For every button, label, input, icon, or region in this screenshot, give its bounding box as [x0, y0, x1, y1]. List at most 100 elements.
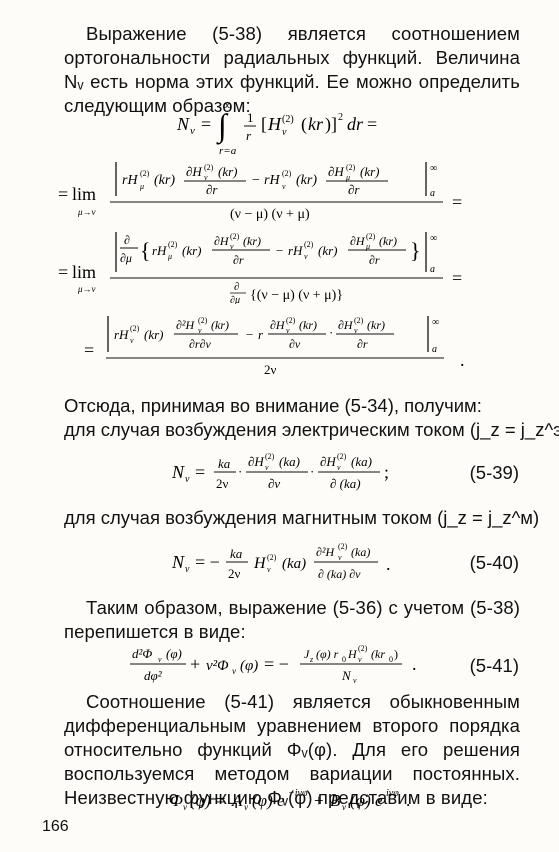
svg-text:}: }: [410, 238, 421, 263]
svg-text:Φ: Φ: [170, 791, 183, 810]
svg-text:∂H: ∂H: [350, 234, 366, 248]
svg-text:(kr): (kr): [154, 173, 175, 188]
svg-text:(kr): (kr): [360, 164, 380, 179]
paragraph-5-text: Соотношение (5-41) является обыкновенным…: [64, 691, 520, 808]
svg-text:.: .: [460, 350, 465, 370]
svg-text:(ka): (ka): [351, 454, 372, 469]
svg-text:∂²H: ∂²H: [176, 318, 196, 332]
svg-text:+: +: [314, 791, 324, 810]
svg-text:a: a: [430, 264, 435, 275]
svg-text:(kr): (kr): [243, 234, 261, 248]
svg-text:∂μ: ∂μ: [120, 251, 132, 265]
paragraph-3-line: для случая возбуждения магнитным током (…: [64, 506, 539, 530]
svg-text:ν: ν: [198, 326, 202, 335]
equation-5-40-graphic: N ν = − ka 2ν H (2) ν (ka) ∂²H (2) ν (ka…: [171, 542, 391, 581]
svg-text:(φ): (φ): [240, 658, 258, 674]
svg-text:ν: ν: [204, 173, 208, 182]
svg-text:(φ) r: (φ) r: [316, 647, 339, 661]
svg-text:ν: ν: [232, 666, 236, 676]
svg-text:H: H: [267, 114, 282, 134]
svg-text:(ν − μ) (ν + μ): (ν − μ) (ν + μ): [230, 207, 310, 222]
svg-text:+: +: [190, 654, 200, 674]
svg-text:∂ (ka) ∂ν: ∂ (ka) ∂ν: [318, 567, 361, 581]
svg-text:(kr): (kr): [299, 318, 317, 332]
svg-text:(kr): (kr): [144, 327, 164, 342]
svg-text:rH: rH: [264, 173, 280, 188]
svg-text:rH: rH: [152, 243, 167, 258]
svg-text:−iνφ: −iνφ: [288, 788, 308, 799]
equation-final: = rH (2) ν (kr) ∂²H (2) ν (kr) ∂r∂ν − r …: [84, 312, 484, 383]
equation-5-41-graphic: d²Φ ν (φ) dφ² + ν²Φ ν (φ) = − J z (φ) r …: [130, 644, 417, 685]
page-number: 166: [42, 818, 69, 835]
svg-text:2ν: 2ν: [264, 362, 277, 377]
svg-text:ν²Φ: ν²Φ: [206, 658, 229, 674]
svg-text:μ: μ: [167, 252, 172, 261]
svg-text:·: ·: [310, 464, 314, 479]
svg-text:1: 1: [247, 110, 254, 125]
svg-text:∂: ∂: [124, 233, 130, 247]
svg-text:∂H: ∂H: [328, 164, 344, 179]
svg-text:(kr): (kr): [367, 318, 385, 332]
svg-text:∂: ∂: [234, 281, 239, 293]
svg-text:=: =: [452, 268, 462, 288]
svg-text:kr: kr: [308, 114, 324, 134]
svg-text:H: H: [347, 647, 358, 661]
svg-text:(2): (2): [304, 240, 314, 249]
svg-text:=: =: [452, 192, 462, 212]
svg-text:ν: ν: [304, 252, 308, 261]
svg-text:ν: ν: [337, 463, 341, 472]
svg-text:N: N: [171, 462, 185, 482]
svg-text:ν: ν: [267, 565, 271, 574]
svg-text:)]: )]: [325, 114, 337, 135]
svg-text:(2): (2): [140, 169, 150, 178]
svg-text:∂²H: ∂²H: [316, 545, 336, 559]
svg-text:(2): (2): [282, 114, 294, 125]
svg-text:lim: lim: [72, 184, 96, 204]
svg-text:.: .: [412, 654, 417, 674]
svg-text:): ): [394, 647, 398, 661]
svg-text:∂ν: ∂ν: [289, 337, 301, 351]
svg-text:dr: dr: [347, 114, 364, 134]
equation-limit-2: = lim μ→ν ∂ ∂μ { rH (2) μ (kr) ∂H (2) ν …: [58, 228, 488, 309]
svg-text:∂H: ∂H: [270, 318, 286, 332]
svg-text:(2): (2): [338, 542, 348, 551]
svg-text:2: 2: [338, 112, 343, 123]
svg-text:J: J: [304, 647, 310, 661]
paragraph-1: Выражение (5-38) является соотношением о…: [64, 22, 520, 118]
paragraph-2-line-2-text: для случая возбуждения электрическим ток…: [64, 419, 559, 440]
svg-text:;: ;: [384, 462, 389, 482]
svg-text:(kr): (kr): [182, 243, 202, 258]
equation-limit-1: = lim μ→ν rH (2) μ (kr) ∂H (2) ν (kr) ∂r…: [58, 160, 488, 227]
svg-text:∂H: ∂H: [248, 454, 264, 469]
equation-norm: N ν = ∫ ∞ r=a 1 r [ H (2) ν ( kr )] 2 dr…: [175, 98, 415, 157]
svg-text:(ka): (ka): [279, 454, 300, 469]
svg-text:∂r: ∂r: [369, 253, 380, 267]
svg-text:ν: ν: [185, 474, 190, 485]
equation-5-41: d²Φ ν (φ) dφ² + ν²Φ ν (φ) = − J z (φ) r …: [128, 640, 448, 695]
svg-text:∂H: ∂H: [320, 454, 336, 469]
svg-text:(: (: [301, 114, 307, 135]
svg-text:ν: ν: [230, 242, 234, 251]
svg-text:N: N: [176, 114, 190, 134]
svg-text:∞: ∞: [432, 317, 439, 328]
svg-text:(2): (2): [168, 240, 178, 249]
svg-text:(ka): (ka): [351, 545, 370, 559]
svg-text:r: r: [246, 128, 252, 143]
svg-text:ν: ν: [354, 326, 358, 335]
svg-text:ν: ν: [282, 127, 287, 138]
svg-text:ka: ka: [218, 456, 231, 471]
paragraph-1-text: Выражение (5-38) является соотношением о…: [64, 23, 520, 116]
svg-text:∂H: ∂H: [338, 318, 354, 332]
svg-text:(2): (2): [230, 232, 240, 241]
paragraph-2-line-2: для случая возбуждения электрическим ток…: [64, 418, 559, 442]
svg-text:(kr): (kr): [318, 243, 338, 258]
svg-text:(kr): (kr): [211, 318, 229, 332]
svg-text:(2): (2): [346, 163, 356, 172]
svg-text:∞: ∞: [430, 163, 437, 174]
svg-text:0: 0: [342, 655, 346, 664]
svg-text:μ→ν: μ→ν: [77, 207, 96, 217]
svg-text:ν: ν: [282, 182, 286, 191]
svg-text:∂r: ∂r: [348, 182, 360, 197]
svg-text:2ν: 2ν: [228, 566, 241, 581]
